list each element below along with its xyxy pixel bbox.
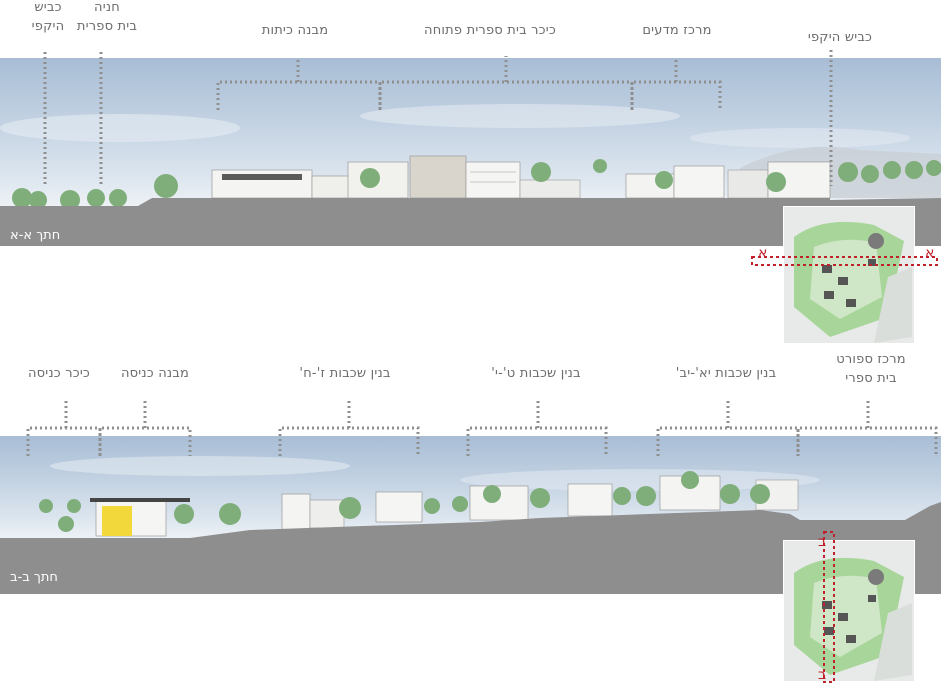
label-grades-7-8-building: בנין שכבות ז'-ח': [299, 366, 391, 381]
section-b-ground: [0, 502, 941, 594]
label-open-school-plaza: כיכר בית ספרית פתוחה: [424, 23, 556, 38]
label-entrance-plaza: כיכר כניסה: [27, 366, 91, 381]
label-entrance-building: מבנה כניסה: [120, 366, 190, 381]
section-a-drawing: [0, 104, 941, 246]
section-b-title: חתך ב-ב: [10, 570, 58, 585]
section-b-drawing: [0, 456, 941, 594]
label-grades-11-12-building: בנין שכבות יא'-יב': [675, 366, 777, 381]
label-grades-9-10-building: בנין שכבות ט'-י': [491, 366, 581, 381]
section-a-ground: [0, 198, 941, 246]
label-science-center: מרכז מדעים: [642, 23, 712, 38]
section-a-elevation: חתך א-א: [0, 58, 941, 246]
marker-a-right: א: [925, 245, 935, 261]
marker-b-top: ב: [818, 534, 827, 550]
marker-b-bottom: ב: [818, 667, 827, 683]
section-b-buildings: [90, 475, 799, 537]
label-classrooms-building: מבנה כיתות: [261, 23, 329, 38]
label-ring-road-right: כביש היקפי: [807, 30, 873, 45]
label-ring-road-left: כביש היקפי: [31, 0, 65, 34]
section-a-trees: [12, 159, 941, 210]
label-school-sports-center: מרכז ספורט בית ספרי: [836, 352, 906, 386]
section-b-elevation: חתך ב-ב: [0, 436, 941, 594]
section-a-title: חתך א-א: [10, 228, 61, 243]
site-map-a: [783, 206, 915, 344]
site-map-b: [783, 540, 915, 682]
section-a-buildings: [211, 155, 831, 199]
section-b-trees: [39, 471, 770, 532]
label-school-parking: חניה בית ספרית: [76, 0, 138, 34]
marker-a-left: א: [758, 245, 768, 261]
